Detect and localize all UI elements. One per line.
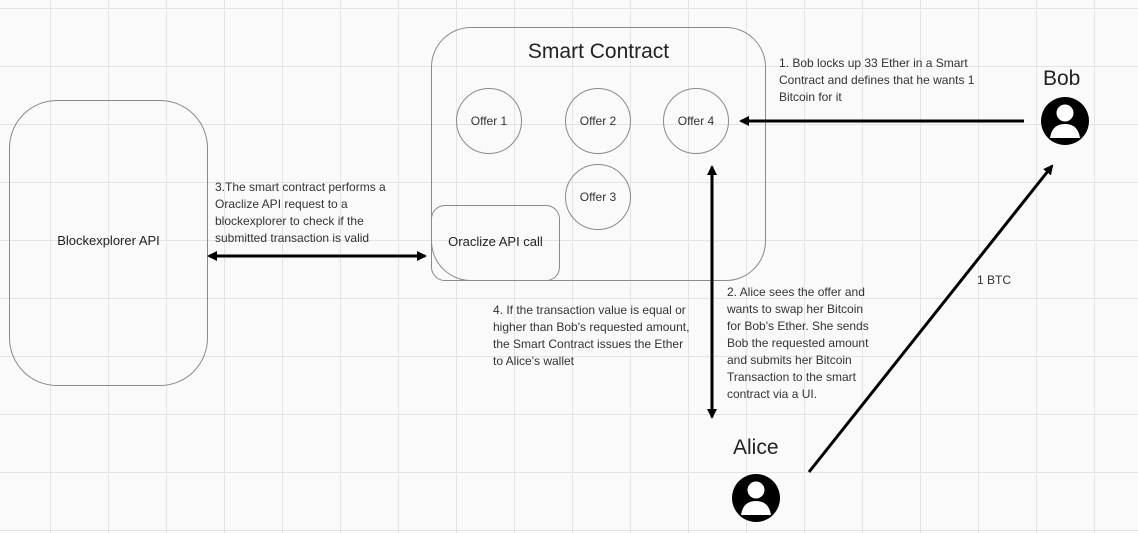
blockexplorer-label: Blockexplorer API <box>57 233 160 248</box>
step-3-note: 3.The smart contract performs a Oraclize… <box>215 180 386 245</box>
smart-contract-title: Smart Contract <box>527 40 670 63</box>
step-2-note: 2. Alice sees the offer and wants to swa… <box>727 285 869 401</box>
alice-to-bob-arrow <box>807 164 1054 473</box>
alice-user-icon <box>732 474 780 522</box>
btc-label: 1 BTC <box>977 273 1012 287</box>
alice-label: Alice <box>733 436 779 459</box>
offer-4: Offer 4 <box>663 88 729 154</box>
smart-contract-box: Smart Contract <box>431 27 766 281</box>
offer-1: Offer 1 <box>456 88 522 154</box>
oraclize-api-call-box: Oraclize API call <box>431 205 560 281</box>
offer-3: Offer 3 <box>565 164 631 230</box>
blockexplorer-box: Blockexplorer API <box>9 100 208 386</box>
oraclize-api-call-label: Oraclize API call <box>448 234 543 249</box>
bob-label: Bob <box>1043 67 1081 90</box>
step-4-note: 4. If the transaction value is equal or … <box>493 303 690 368</box>
offer-2: Offer 2 <box>565 88 631 154</box>
bob-user-icon <box>1041 97 1089 145</box>
step-1-note: 1. Bob locks up 33 Ether in a Smart Cont… <box>779 56 975 104</box>
